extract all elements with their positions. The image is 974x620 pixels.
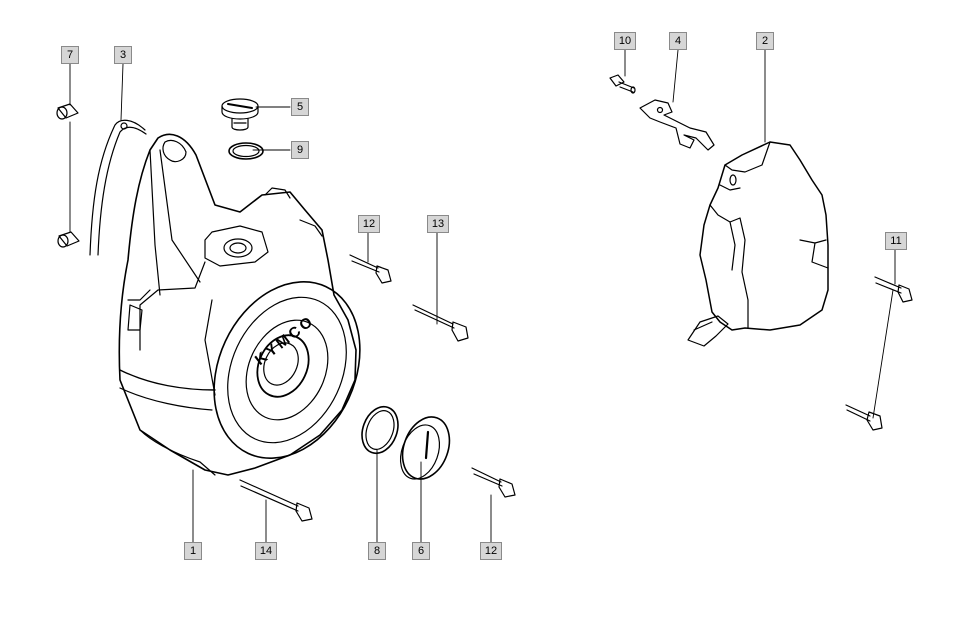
bracket-clip [639, 99, 715, 151]
callout-11: 11 [885, 232, 907, 250]
callout-4: 4 [669, 32, 687, 50]
bolt-right-upper [874, 276, 913, 303]
callout-12-upper: 12 [358, 215, 380, 233]
dowel-pin-upper [56, 103, 79, 120]
crankcase-cover [118, 133, 361, 476]
callout-14: 14 [255, 542, 277, 560]
gasket [89, 119, 147, 256]
callout-1: 1 [184, 542, 202, 560]
callout-13: 13 [427, 215, 449, 233]
o-ring-small [228, 142, 264, 160]
callout-5: 5 [291, 98, 309, 116]
callout-6: 6 [412, 542, 430, 560]
leader-lines [69, 49, 896, 543]
bolt-short-upper [349, 254, 392, 284]
bolt-long-lower [239, 479, 313, 522]
outer-cover [687, 141, 829, 347]
bolt-right-lower [845, 404, 883, 431]
bolt-small [609, 74, 636, 94]
filler-cap [221, 98, 259, 131]
callout-12-lower: 12 [480, 542, 502, 560]
callout-8: 8 [368, 542, 386, 560]
callout-9: 9 [291, 141, 309, 159]
o-ring-large [361, 405, 399, 455]
callout-2: 2 [756, 32, 774, 50]
bolt-short-lower [471, 467, 516, 498]
plug-cap [399, 416, 451, 480]
callout-10: 10 [614, 32, 636, 50]
callout-3: 3 [114, 46, 132, 64]
callout-7: 7 [61, 46, 79, 64]
dowel-pin-lower [57, 231, 80, 248]
bolt-long-upper [412, 304, 469, 342]
